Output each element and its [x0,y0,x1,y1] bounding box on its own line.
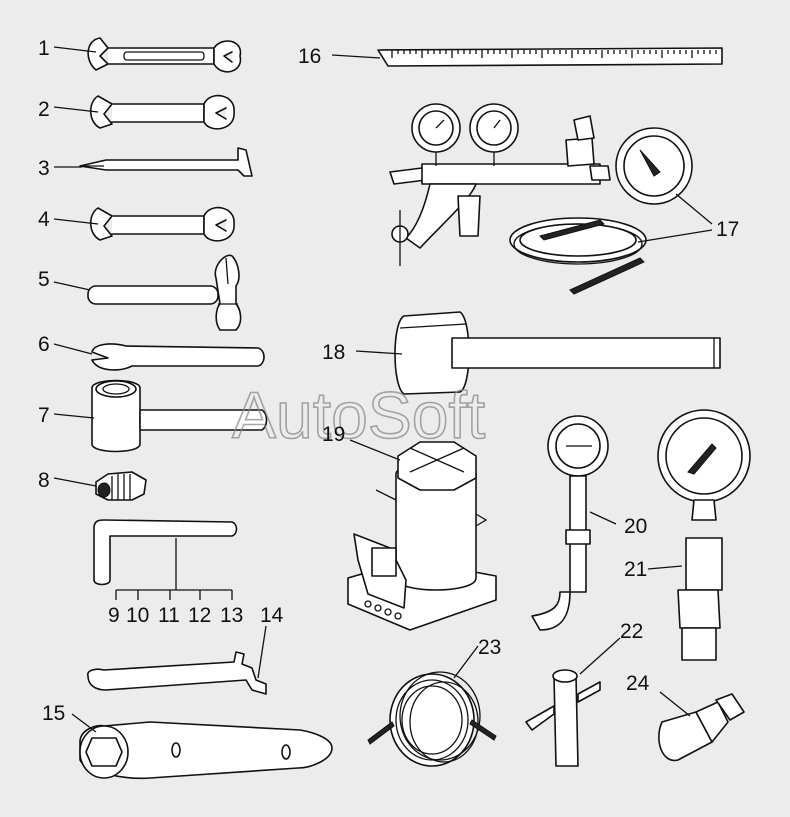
item-16-ruler [331,47,723,67]
item-22-tee-socket [525,637,621,767]
item-4-open-end-wrench [53,206,235,242]
callout-18: 18 [322,341,345,364]
callout-20: 20 [624,515,647,538]
callout-10: 10 [126,604,149,627]
callout-14: 14 [260,604,284,627]
item-3-pry-bar [54,147,253,177]
callout-24: 24 [626,672,650,695]
item-5-hammer [53,254,242,331]
callout-16: 16 [298,45,321,68]
item-18-sledge-hammer [355,311,721,395]
item-24-adapter-fitting [658,691,745,762]
item-1-open-end-wrench [53,37,242,73]
item-19-hydraulic-jack [347,439,497,631]
item-8-threaded-nipple [53,471,147,501]
item-21-pressure-gauge [647,409,751,661]
callout-19: 19 [322,423,345,446]
items-9-13-hex-keys [93,519,238,600]
item-2-open-end-wrench [53,94,235,130]
callout-6: 6 [38,333,50,356]
item-20-compression-gauge [531,415,617,631]
callout-9: 9 [108,604,120,627]
callout-1: 1 [38,37,50,60]
callout-5: 5 [38,268,50,291]
item-6-hook-spanner [53,343,265,371]
callout-17: 17 [716,218,739,241]
callout-21: 21 [624,558,647,581]
watermark-text: AutoSoft [232,378,485,452]
callout-4: 4 [38,208,50,231]
callout-22: 22 [620,620,643,643]
callout-2: 2 [38,98,50,121]
callout-7: 7 [38,404,50,427]
callout-13: 13 [220,604,243,627]
item-14-pin-spanner [86,625,267,695]
callout-3: 3 [38,157,50,180]
callout-15: 15 [42,702,65,725]
item-17-gauge-manifold [389,103,713,295]
callout-23: 23 [478,636,501,659]
item-23-coiled-hose [367,645,497,767]
callout-12: 12 [188,604,211,627]
item-7-socket-wrench [53,379,268,453]
callout-8: 8 [38,469,50,492]
item-15-box-spanner [71,713,333,780]
callout-11: 11 [158,604,180,627]
